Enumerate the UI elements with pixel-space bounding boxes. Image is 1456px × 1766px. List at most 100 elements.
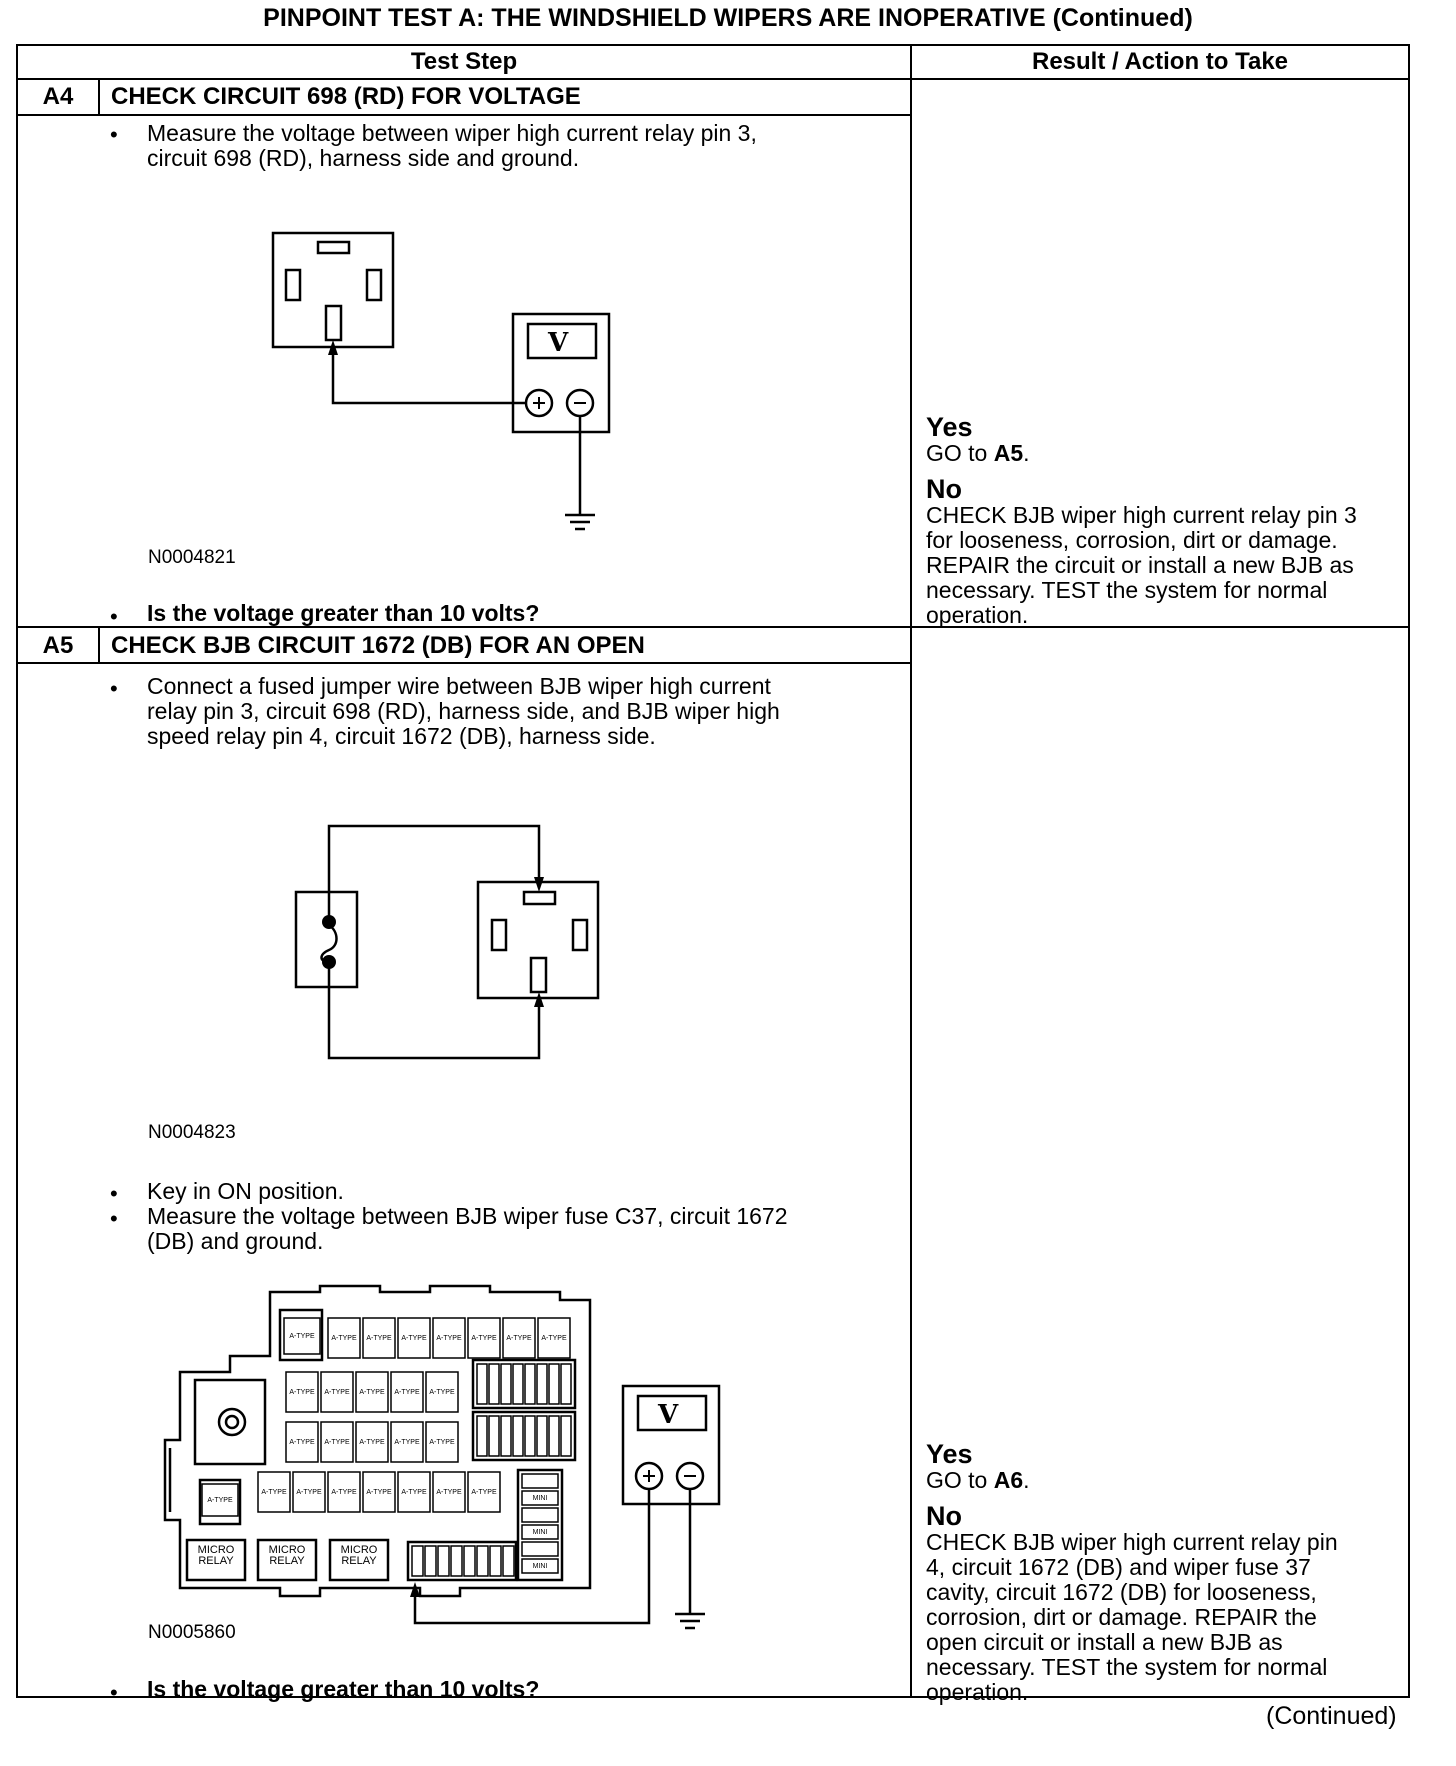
relay-cell-label: A-TYPE [541, 1335, 567, 1342]
relay-cell [521, 1524, 559, 1540]
relay-cell [521, 1507, 559, 1523]
plus-terminal-icon [524, 388, 554, 418]
relay-cell-label: A-TYPE [289, 1333, 315, 1340]
relay-cell [463, 1545, 476, 1577]
relay-cell-label: A-TYPE [429, 1439, 455, 1446]
bullet: • [110, 1680, 118, 1705]
relay-cell [432, 1471, 466, 1513]
minus-terminal-icon [675, 1461, 705, 1491]
relay-cell [488, 1363, 500, 1405]
column-header-result: Result / Action to Take [1031, 48, 1289, 75]
step-title-a5: CHECK BJB CIRCUIT 1672 (DB) FOR AN OPEN [111, 632, 645, 659]
relay-cell [489, 1545, 502, 1577]
figure-id: N0004821 [148, 547, 236, 568]
relay-cell [512, 1363, 524, 1405]
relay-cell [425, 1371, 459, 1413]
relay-cell [397, 1471, 431, 1513]
relay-cell-label: A-TYPE [331, 1489, 357, 1496]
relay-cell-label: A-TYPE [324, 1389, 350, 1396]
volt-symbol: V [658, 1400, 679, 1430]
result-no-label: No [926, 1501, 962, 1531]
relay-cell [201, 1483, 239, 1517]
step-title-a4: CHECK CIRCUIT 698 (RD) FOR VOLTAGE [111, 83, 581, 110]
relay-cell [502, 1545, 515, 1577]
continued-footer: (Continued) [1266, 1702, 1397, 1730]
relay-cell [536, 1415, 548, 1457]
relay-cell [524, 1363, 536, 1405]
step-question: Is the voltage greater than 10 volts? [147, 600, 540, 626]
relay-cell [500, 1363, 512, 1405]
result-no-label: No [926, 474, 962, 504]
relay-cell [390, 1421, 424, 1463]
instruction-text: Key in ON position. [147, 1178, 344, 1204]
relay-cell-label: A-TYPE [324, 1439, 350, 1446]
step-question: Is the voltage greater than 10 volts? [147, 1676, 540, 1702]
figure-id: N0004823 [148, 1122, 236, 1143]
relay-cell [560, 1363, 572, 1405]
volt-symbol: V [548, 328, 569, 358]
relay-cell [502, 1317, 536, 1359]
relay-cell [521, 1473, 559, 1489]
step-id-a5: A5 [42, 632, 74, 659]
relay-cell [476, 1545, 489, 1577]
relay-cell [424, 1545, 437, 1577]
relay-cell-label: A-TYPE [401, 1335, 427, 1342]
figure-id: N0005860 [148, 1622, 236, 1643]
relay-cell-label: MINI [533, 1495, 548, 1502]
relay-cell [285, 1371, 319, 1413]
result-yes-action: GO to A6. [926, 1467, 1030, 1493]
result-no-action: CHECK BJB wiper high current relay pin 4… [926, 1529, 1338, 1705]
relay-cell-label: A-TYPE [471, 1335, 497, 1342]
relay-cell [521, 1541, 559, 1557]
relay-cell [467, 1471, 501, 1513]
relay-cell-label: A-TYPE [394, 1389, 420, 1396]
result-yes-label: Yes [926, 1439, 973, 1469]
relay-cell [411, 1545, 424, 1577]
relay-cell [437, 1545, 450, 1577]
relay-cell-label: A-TYPE [394, 1439, 420, 1446]
relay-cell [425, 1421, 459, 1463]
relay-cell [524, 1415, 536, 1457]
relay-cell [327, 1317, 361, 1359]
relay-cell [362, 1317, 396, 1359]
relay-cell [292, 1471, 326, 1513]
bullet: • [110, 676, 118, 701]
relay-cell-label: A-TYPE [359, 1389, 385, 1396]
column-header-test-step: Test Step [410, 48, 518, 75]
relay-cell-label: A-TYPE [429, 1389, 455, 1396]
plus-terminal-icon [634, 1461, 664, 1491]
relay-cell [537, 1317, 571, 1359]
relay-cell-label: A-TYPE [289, 1389, 315, 1396]
page-title: PINPOINT TEST A: THE WINDSHIELD WIPERS A… [263, 4, 1193, 32]
minus-terminal-icon [565, 388, 595, 418]
relay-cell-label: A-TYPE [296, 1489, 322, 1496]
relay-cell-label: A-TYPE [207, 1497, 233, 1504]
relay-cell [548, 1363, 560, 1405]
bullet: • [110, 122, 118, 147]
relay-cell [355, 1371, 389, 1413]
relay-cell-label: A-TYPE [359, 1439, 385, 1446]
instruction-text: Connect a fused jumper wire between BJB … [147, 673, 780, 749]
relay-cell [450, 1545, 463, 1577]
bullet: • [110, 604, 118, 629]
result-yes-action: GO to A5. [926, 440, 1030, 466]
step-id-a4: A4 [42, 83, 74, 110]
relay-cell-label: A-TYPE [261, 1489, 287, 1496]
relay-cell-label: MINI [533, 1529, 548, 1536]
relay-cell-label: A-TYPE [401, 1489, 427, 1496]
relay-cell [548, 1415, 560, 1457]
relay-connector [476, 880, 600, 1000]
bullet: • [110, 1181, 118, 1206]
relay-cell-label: A-TYPE [506, 1335, 532, 1342]
relay-cell-label: A-TYPE [366, 1335, 392, 1342]
relay-cell [283, 1317, 321, 1355]
relay-cell [521, 1558, 559, 1574]
relay-cell [390, 1371, 424, 1413]
relay-cell [355, 1421, 389, 1463]
relay-cell [320, 1371, 354, 1413]
relay-cell-label: A-TYPE [436, 1335, 462, 1342]
